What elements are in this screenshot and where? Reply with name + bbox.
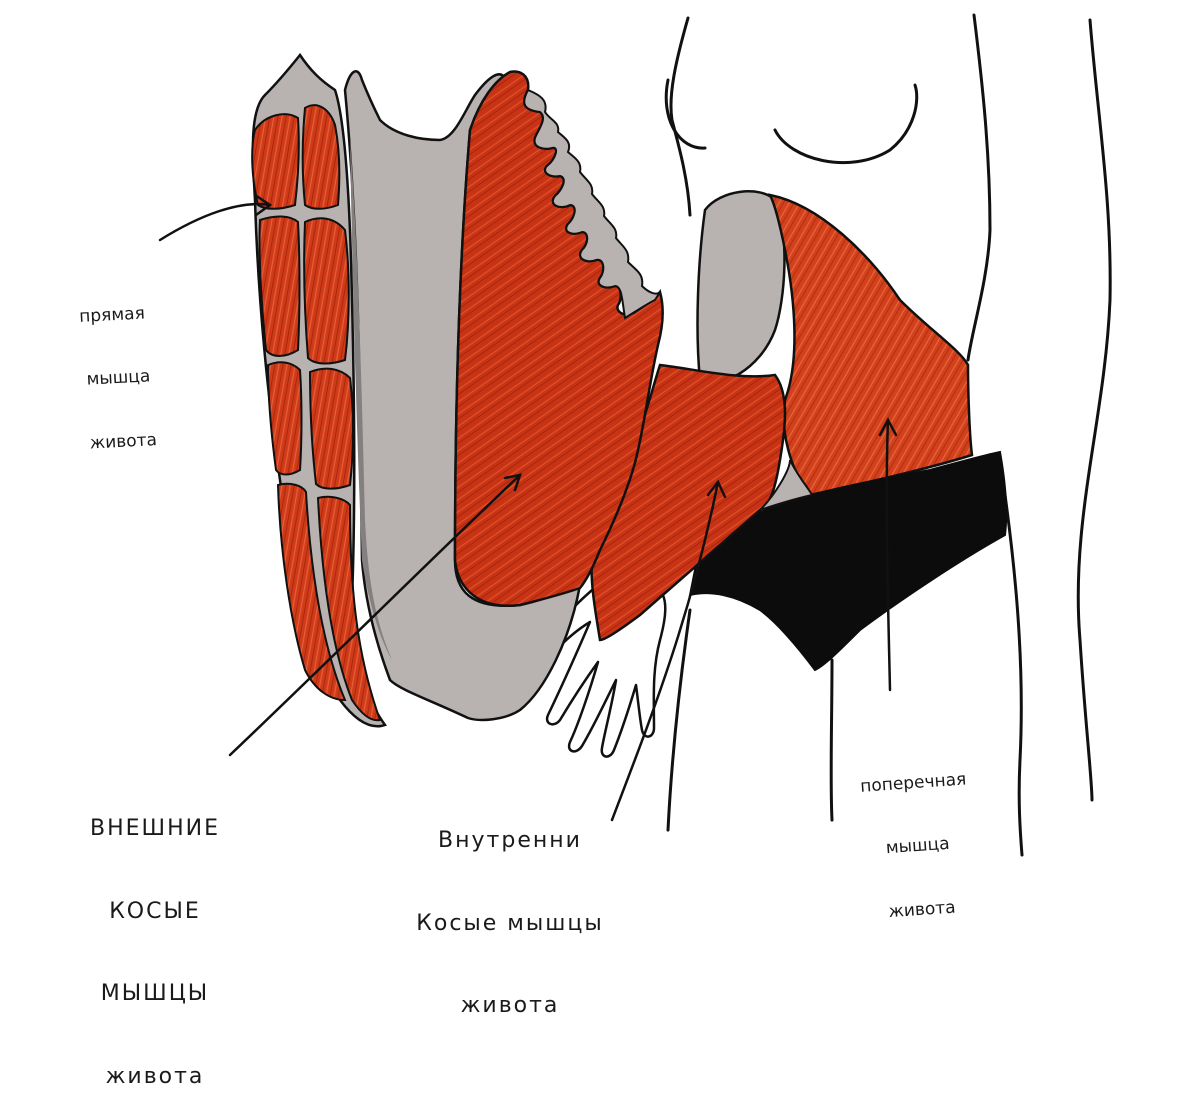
rectus-bottom-right [316,495,382,722]
label-transverse-line3: живота [887,897,957,923]
breast-contour [664,78,919,165]
label-rectus-line3: живота [89,430,158,454]
label-rectus: прямая мышца живота [76,260,158,476]
rectus-arrowhead [253,193,273,217]
transverse-arrowhead [878,417,898,437]
inner-leg-contour [666,608,692,832]
briefs [688,450,1008,672]
internal-oblique-grey-edge [759,459,814,511]
transverse-arrow [885,418,892,692]
body-outline [664,13,1112,857]
internal-oblique-arrow [610,480,720,822]
label-internal-oblique-line3: живота [460,993,560,1018]
waist-contour [966,13,992,362]
rectus-low-left [266,361,303,476]
hip-contour [998,458,1024,857]
transverse-tendon [696,190,786,384]
body-left-contour [669,16,692,217]
rectus-upper-left [251,113,300,210]
label-internal-oblique: Внутренни Косые мышцы живота [400,772,620,1047]
label-external-oblique-line3: МЫШЦЫ [100,981,210,1006]
thigh-front-contour [829,658,834,822]
label-rectus-line2: мышца [86,366,151,390]
back-contour [1076,18,1112,802]
label-transverse-line1: поперечная [859,768,967,797]
leader-lines [158,193,898,822]
rectus-bottom-left [276,482,347,702]
serratus-edge [523,88,661,320]
transverse-muscle [696,190,974,497]
label-rectus-line1: прямая [78,303,146,327]
rectus-low-right [308,367,354,490]
label-internal-oblique-line2: Косые мышцы [416,910,604,936]
hand [544,579,667,758]
label-external-oblique-line2: КОСЫЕ [109,898,201,924]
rectus-abdominis [251,52,388,728]
rectus-upper-right [301,104,341,210]
label-external-oblique-line4: живота [105,1063,205,1089]
rectus-mid-left [258,215,301,357]
label-internal-oblique-line1: Внутренни [438,828,582,853]
external-oblique-arrow [228,473,522,757]
rectus-arrow [158,202,272,242]
label-transverse-line2: мышца [885,834,951,859]
label-transverse: поперечная мышца живота [835,725,999,947]
abdominal-muscles-diagram [158,13,1112,857]
internal-oblique-arrowhead [706,479,727,499]
external-oblique-arrowhead [503,473,522,492]
label-external-oblique: ВНЕШНИЕ КОСЫЕ МЫШЦЫ живота [90,760,220,1118]
rectus-mid-right [303,217,350,365]
transverse-muscle-body [767,193,974,497]
label-external-oblique-line1: ВНЕШНИЕ [90,816,220,841]
